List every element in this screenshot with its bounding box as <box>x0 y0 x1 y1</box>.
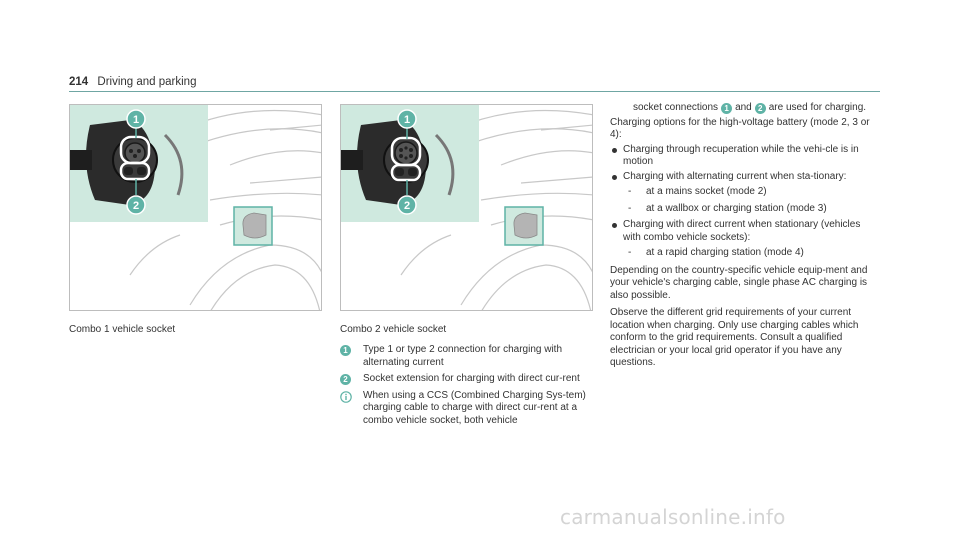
callout-badge: 2 <box>340 374 351 385</box>
svg-text:1: 1 <box>133 114 139 126</box>
sub-item: -at a mains socket (mode 2) <box>628 186 767 197</box>
legend-item: 1 Type 1 or type 2 connection for chargi… <box>340 344 602 369</box>
callout-1: 1 <box>126 109 146 129</box>
figure-combo-2-socket: 1 2 <box>340 104 593 311</box>
callout-2: 2 <box>126 195 146 215</box>
sub-item: -at a wallbox or charging station (mode … <box>628 202 827 214</box>
info-note: When using a CCS (Combined Charging Sys-… <box>340 390 602 428</box>
header-rule <box>69 91 880 92</box>
figure-combo-1-socket: 1 2 <box>69 104 322 311</box>
callout-badge: 1 <box>721 103 733 114</box>
bullet-item: Charging with direct current when statio… <box>610 219 880 244</box>
watermark: carmanualsonline.info <box>560 505 786 529</box>
svg-text:1: 1 <box>404 114 410 126</box>
callout-badge: 1 <box>340 345 351 356</box>
legend-item: 2 Socket extension for charging with dir… <box>340 373 602 386</box>
flap-inset <box>504 206 544 246</box>
legend-text: Socket extension for charging with direc… <box>363 373 580 384</box>
bullet-item: Charging through recuperation while the … <box>610 144 880 169</box>
paragraph: Depending on the country-specific vehicl… <box>610 264 868 301</box>
socket-face <box>383 137 429 183</box>
figure-caption-combo-1: Combo 1 vehicle socket <box>69 324 176 335</box>
bullet-item: Charging with alternating current when s… <box>610 171 880 184</box>
paragraph: Observe the different grid requirements … <box>610 307 859 368</box>
dc-extension-outline <box>390 163 422 182</box>
callout-2: 2 <box>397 195 417 215</box>
options-heading: Charging options for the high-voltage ba… <box>610 116 870 141</box>
svg-text:2: 2 <box>404 200 410 212</box>
section-title: Driving and parking <box>97 76 197 88</box>
page-header: 214 Driving and parking <box>69 76 196 88</box>
callout-badge: 2 <box>754 103 766 114</box>
flap-inset <box>233 206 273 246</box>
sub-item: -at a rapid charging station (mode 4) <box>628 247 804 258</box>
socket-face <box>112 137 158 183</box>
figure-legend: 1 Type 1 or type 2 connection for chargi… <box>340 344 602 431</box>
info-icon <box>340 390 352 403</box>
figure-caption-combo-2: Combo 2 vehicle socket <box>340 324 447 335</box>
info-note-text: When using a CCS (Combined Charging Sys-… <box>363 389 586 426</box>
dc-extension-outline <box>119 161 151 181</box>
page-number: 214 <box>69 76 89 88</box>
callout-1: 1 <box>397 109 417 129</box>
legend-text: Type 1 or type 2 connection for charging… <box>363 344 563 368</box>
svg-text:2: 2 <box>133 200 139 212</box>
